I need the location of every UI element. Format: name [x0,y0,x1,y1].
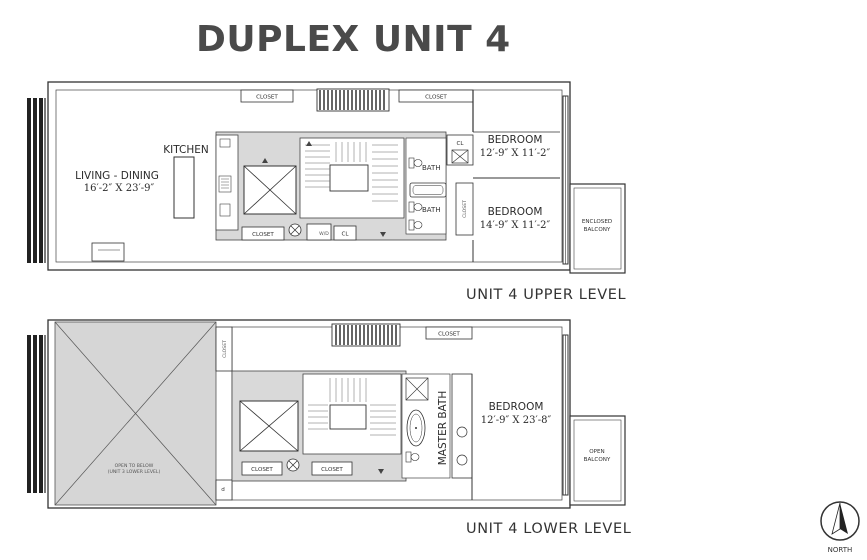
lower-closet-vertical: CLOSET [222,340,228,358]
open-balcony-line1: OPEN [589,449,605,455]
upper-top-stair [316,88,390,112]
north-arrow-icon [820,501,860,541]
upper-closet-bottom: CLOSET [252,232,274,238]
enclosed-balcony-line2: BALCONY [584,227,611,233]
lower-closet-bottom-right: CLOSET [321,467,343,473]
enclosed-balcony [569,183,626,274]
lower-level-label: UNIT 4 LOWER LEVEL [466,521,631,537]
lower-outer-wall [47,319,571,509]
upper-closet-top-left: CLOSET [256,95,278,101]
bedroom1-dim: 12′-9″ X 11′-2″ [480,148,551,159]
upper-level-plan: CLOSET CLOSET CLOSET W/D CL CL BATH BATH [27,81,626,274]
upper-outer-wall [47,81,571,271]
lower-stair [302,373,402,455]
page-title: DUPLEX UNIT 4 [196,19,511,60]
living-dining-dim: 16′-2″ X 23′-9″ [84,183,155,194]
living-dining-label: LIVING - DINING [75,170,159,182]
lower-bedroom-label: BEDROOM [489,401,544,413]
kitchen-label: KITCHEN [163,144,209,156]
open-to-below-line2: (UNIT 3 LOWER LEVEL) [108,469,161,475]
open-balcony-line2: BALCONY [584,457,611,463]
north-label: NORTH [828,546,853,554]
upper-wd-label: W/D [319,231,329,237]
open-to-below-line1: OPEN TO BELOW [115,463,154,469]
upper-bath1-label: BATH [422,164,441,172]
upper-closet-top-right: CLOSET [425,95,447,101]
master-bath-label: MASTER BATH [437,391,449,465]
lower-top-stair [331,323,401,347]
enclosed-balcony-line1: ENCLOSED [582,219,612,225]
upper-level-label: UNIT 4 UPPER LEVEL [466,287,626,303]
lower-facade-grille [27,335,46,493]
lower-level-plan: OPEN TO BELOW (UNIT 3 LOWER LEVEL) CLOSE… [27,319,626,509]
bedroom2-label: BEDROOM [488,206,543,218]
upper-facade-grille [27,98,46,263]
upper-cl-bath: CL [456,141,464,147]
bedroom2-dim: 14′-9″ X 11′-2″ [480,220,551,231]
bedroom1-label: BEDROOM [488,134,543,146]
upper-cl-label: CL [341,232,349,238]
lower-closet-bottom-left: CLOSET [251,467,273,473]
upper-bath2-label: BATH [422,206,441,214]
lower-closet-top: CLOSET [438,332,460,338]
open-balcony [569,415,626,506]
upper-closet-vertical: CLOSET [462,200,468,218]
lower-bedroom-dim: 12′-9″ X 23′-8″ [481,415,552,426]
lower-d-label: d [221,487,225,493]
kitchen-island [173,156,195,219]
